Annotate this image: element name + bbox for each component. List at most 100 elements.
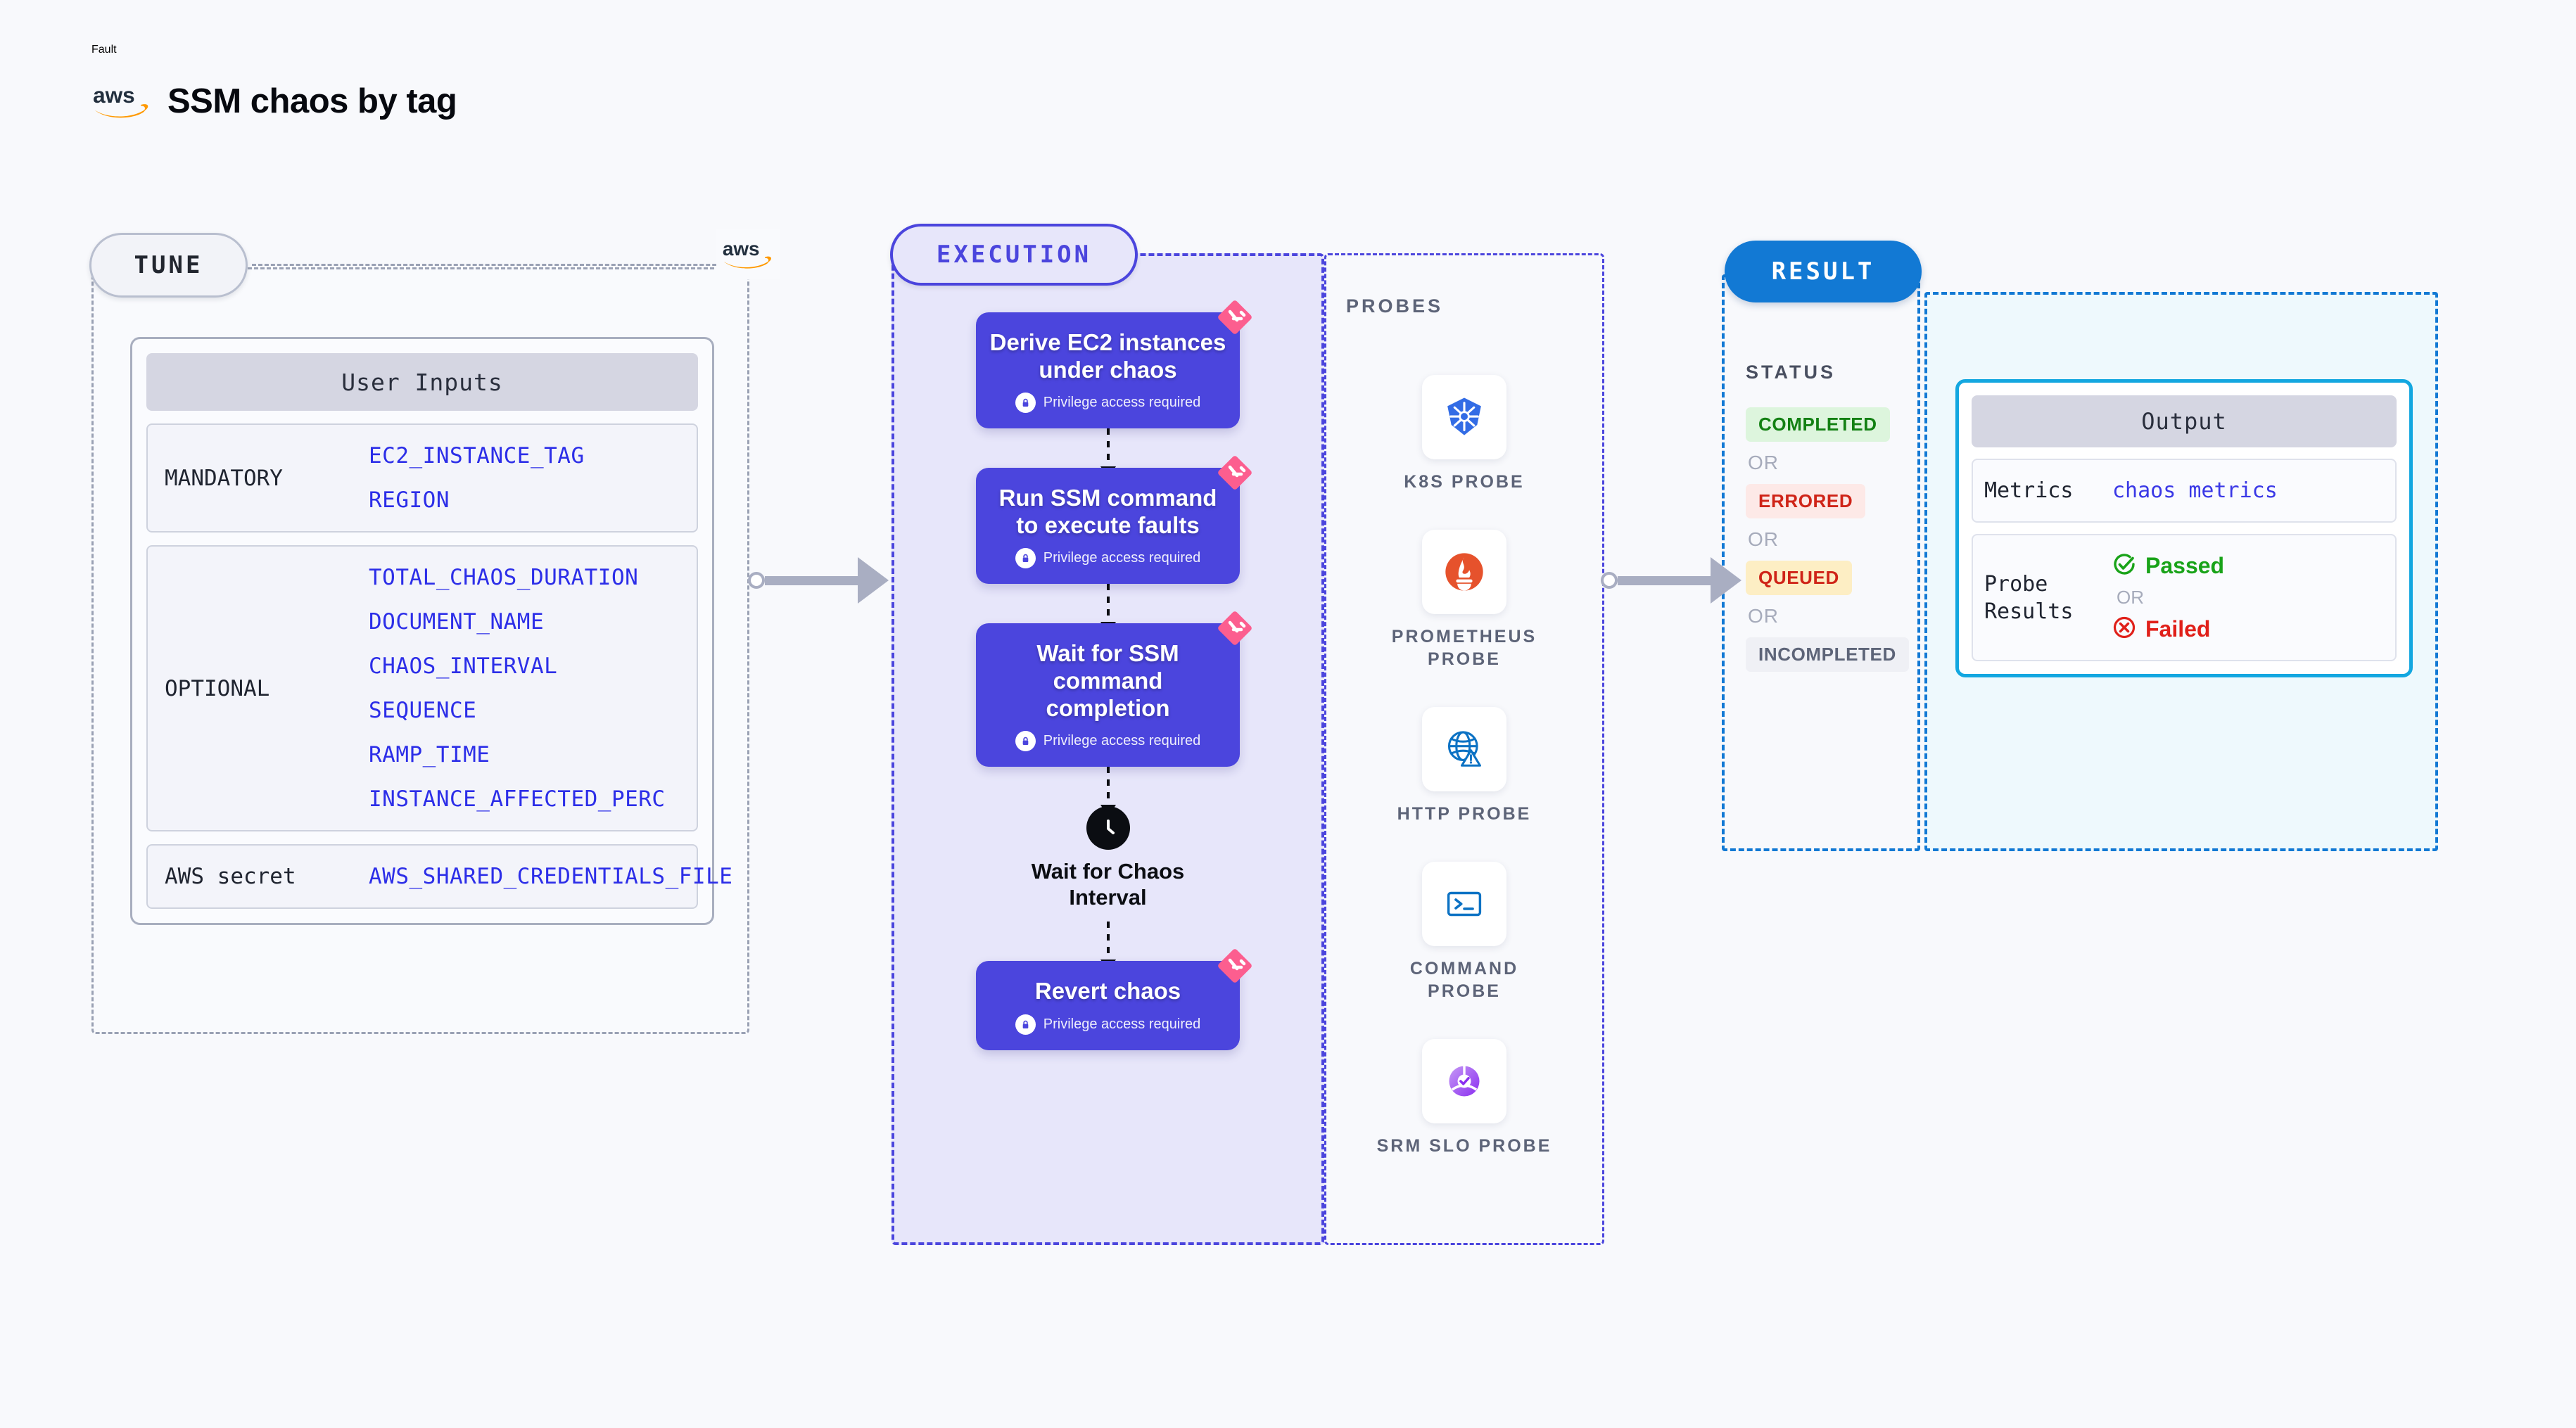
execution-badge: EXECUTION: [890, 224, 1138, 286]
param-group-label: MANDATORY: [165, 465, 283, 491]
probe-item-prometheus[interactable]: PROMETHEUS PROBE: [1373, 530, 1556, 670]
connector-arrowhead: [858, 557, 889, 604]
page-header: Fault aws SSM chaos by tag: [91, 44, 457, 121]
probe-label: SRM SLO PROBE: [1376, 1136, 1552, 1156]
privilege-label: Privilege access required: [1043, 733, 1201, 749]
connector-arrowhead: [1711, 557, 1741, 604]
privilege-note: Privilege access required: [989, 1014, 1227, 1035]
http-globe-icon: [1422, 707, 1506, 791]
user-inputs-card: User Inputs MANDATORY EC2_INSTANCE_TAG R…: [130, 337, 732, 925]
flow-arrow: [1100, 584, 1116, 635]
param-name[interactable]: DOCUMENT_NAME: [369, 609, 545, 635]
param-name[interactable]: RAMP_TIME: [369, 742, 490, 767]
user-inputs-title: User Inputs: [146, 353, 698, 411]
aws-provider-icon: aws: [716, 229, 780, 279]
probe-item-k8s[interactable]: K8S PROBE: [1373, 375, 1556, 493]
flow-node-wait-chaos-interval[interactable]: Wait for Chaos Interval: [1006, 806, 1210, 910]
connector-start-dot: [748, 572, 765, 589]
x-circle-icon: [2112, 616, 2136, 643]
privilege-label: Privilege access required: [1043, 1016, 1201, 1033]
probe-passed-label: Passed: [2145, 553, 2225, 578]
param-group-label: AWS secret: [165, 864, 296, 889]
status-badge-errored: ERRORED: [1746, 484, 1866, 518]
connector-bar: [765, 575, 859, 585]
flow-node-title: Revert chaos: [1034, 978, 1181, 1005]
param-group-optional: OPTIONAL TOTAL_CHAOS_DURATION DOCUMENT_N…: [146, 545, 698, 831]
probe-label: PROMETHEUS PROBE: [1391, 627, 1537, 669]
probe-label: K8S PROBE: [1404, 472, 1525, 492]
connector-start-dot: [1601, 572, 1618, 589]
flow-node-derive-ec2[interactable]: Derive EC2 instances under chaos Privile…: [976, 300, 1252, 429]
flow-arrow: [1100, 922, 1116, 972]
terminal-icon: [1422, 862, 1506, 946]
probe-item-command[interactable]: COMMAND PROBE: [1373, 862, 1556, 1002]
lock-icon: [1015, 548, 1036, 569]
connector-execution-to-result: [1601, 556, 1741, 605]
param-name[interactable]: AWS_SHARED_CREDENTIALS_FILE: [369, 864, 733, 889]
execution-section: EXECUTION Derive EC2 instances under cha…: [890, 224, 1324, 1245]
status-badge-completed: COMPLETED: [1746, 407, 1890, 442]
flow-node-title: Derive EC2 instances under chaos: [989, 329, 1226, 383]
probe-label: HTTP PROBE: [1397, 804, 1532, 824]
param-group-aws-secret: AWS secret AWS_SHARED_CREDENTIALS_FILE: [146, 844, 732, 909]
output-row-metrics: Metrics chaos metrics: [1972, 459, 2397, 523]
output-title: Output: [1972, 395, 2397, 447]
status-badge-queued: QUEUED: [1746, 561, 1852, 595]
kubernetes-icon: [1422, 375, 1506, 459]
chaos-corner-icon: [1218, 949, 1252, 983]
status-or-label: OR: [1748, 452, 1779, 473]
status-badge-incompleted: INCOMPLETED: [1746, 637, 1909, 672]
privilege-note: Privilege access required: [989, 393, 1227, 414]
check-circle-icon: [2112, 552, 2136, 580]
flow-node-run-ssm-command[interactable]: Run SSM command to execute faults Privil…: [976, 456, 1252, 585]
probes-heading: PROBES: [1346, 295, 1444, 317]
prometheus-icon: [1422, 530, 1506, 614]
output-row-label: Metrics: [1984, 478, 2074, 503]
chaos-corner-icon: [1218, 456, 1252, 490]
flow-node-title: Wait for Chaos Interval: [1031, 859, 1185, 910]
output-row-label: Probe Results: [1984, 571, 2074, 624]
connector-tune-to-execution: [748, 556, 889, 605]
param-name[interactable]: EC2_INSTANCE_TAG: [369, 443, 585, 468]
chaos-corner-icon: [1218, 611, 1252, 646]
svg-text:aws: aws: [93, 82, 135, 108]
probe-label: COMMAND PROBE: [1409, 959, 1519, 1001]
lock-icon: [1015, 1014, 1036, 1035]
connector-bar: [1618, 575, 1712, 585]
aws-logo: aws: [91, 82, 152, 121]
flow-node-wait-ssm-completion[interactable]: Wait for SSM command completion Privileg…: [976, 611, 1252, 767]
probe-item-http[interactable]: HTTP PROBE: [1373, 707, 1556, 825]
param-name[interactable]: SEQUENCE: [369, 698, 477, 723]
probe-result-passed: Passed: [2112, 552, 2224, 580]
param-name[interactable]: INSTANCE_AFFECTED_PERC: [369, 786, 666, 812]
chaos-corner-icon: [1218, 300, 1252, 334]
probe-failed-label: Failed: [2145, 616, 2211, 642]
probe-result-failed: Failed: [2112, 616, 2224, 643]
page-title: SSM chaos by tag: [167, 82, 457, 120]
param-group-mandatory: MANDATORY EC2_INSTANCE_TAG REGION: [146, 423, 698, 533]
flow-node-revert-chaos[interactable]: Revert chaos Privilege access required: [976, 949, 1252, 1051]
flow-arrow: [1100, 767, 1116, 817]
probe-result-or-label: OR: [2117, 587, 2144, 608]
privilege-note: Privilege access required: [989, 731, 1227, 752]
srm-slo-icon: [1422, 1039, 1506, 1123]
output-card: Output Metrics chaos metrics Probe Resul…: [1955, 379, 2413, 677]
tune-connector-line: [252, 264, 748, 266]
param-name[interactable]: CHAOS_INTERVAL: [369, 654, 558, 679]
page-kicker: Fault: [91, 44, 117, 56]
param-name[interactable]: REGION: [369, 487, 450, 513]
result-output-section: Output Metrics chaos metrics Probe Resul…: [1924, 292, 2438, 851]
lock-icon: [1015, 731, 1036, 752]
probe-item-srm-slo[interactable]: SRM SLO PROBE: [1373, 1039, 1556, 1157]
privilege-note: Privilege access required: [989, 548, 1227, 569]
svg-text:aws: aws: [723, 238, 760, 260]
result-badge: RESULT: [1725, 241, 1922, 302]
status-or-label: OR: [1748, 605, 1779, 627]
flow-node-title: Run SSM command to execute faults: [998, 485, 1217, 538]
result-status-section: RESULT STATUS COMPLETED OR ERRORED OR QU…: [1722, 241, 1922, 851]
output-metrics-value[interactable]: chaos metrics: [2112, 478, 2278, 503]
status-or-label: OR: [1748, 528, 1779, 550]
param-group-label: OPTIONAL: [165, 675, 270, 701]
flow-node-title: Wait for SSM command completion: [1036, 640, 1179, 721]
param-name[interactable]: TOTAL_CHAOS_DURATION: [369, 565, 639, 590]
